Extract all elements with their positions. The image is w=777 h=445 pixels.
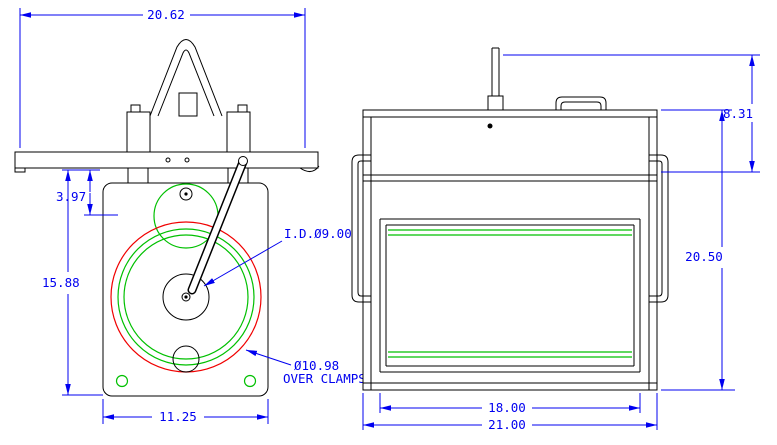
label-over-clamps-caption: OVER CLAMPS (283, 371, 366, 386)
dim-text-front-body-width: 11.25 (159, 409, 197, 424)
dim-front-body-width: 11.25 (102, 399, 269, 424)
dim-side-overall-width: 21.00 (362, 393, 658, 432)
dim-front-overall-width: 20.62 (19, 7, 306, 148)
side-drum (379, 218, 641, 373)
front-foot-hole-right (243, 374, 257, 388)
front-foot-hole-left (115, 374, 129, 388)
front-lever-arm (187, 156, 248, 295)
side-cable (487, 47, 504, 111)
front-top-bolt-center (184, 192, 188, 196)
front-view: 20.62 3.97 15.88 11.25 (14, 7, 366, 424)
dim-front-body-height: 15.88 (42, 169, 103, 396)
dim-text-front-body-height: 15.88 (42, 275, 80, 290)
leader-over-clamps: Ø10.98 OVER CLAMPS (245, 349, 366, 386)
dim-front-pulley-offset: 3.97 (56, 169, 118, 216)
side-cable-wraps (388, 229, 632, 358)
dim-text-side-overall-width: 21.00 (488, 417, 526, 432)
side-top-handle (555, 96, 607, 110)
front-center-dot (184, 295, 188, 299)
dim-text-side-overall-height: 20.50 (685, 249, 723, 264)
dim-text-side-drum-width: 18.00 (488, 400, 526, 415)
front-top-bar (14, 151, 320, 173)
dim-side-overall-height: 20.50 (661, 109, 735, 391)
dim-text-front-overall-width: 20.62 (147, 7, 185, 22)
front-bottom-roller (172, 345, 200, 373)
front-posts (126, 104, 251, 153)
dim-text-side-cable-height: 8.31 (723, 106, 753, 121)
front-coil-inner (123, 234, 249, 360)
front-top-bolt (179, 187, 193, 201)
dim-side-drum-width: 18.00 (379, 393, 641, 415)
front-lifting-handle (149, 39, 223, 117)
label-inner-diameter: I.D.Ø9.00 (284, 226, 352, 241)
dim-text-front-pulley-offset: 3.97 (56, 189, 86, 204)
side-right-handle (649, 154, 669, 303)
side-view: 8.31 20.50 18.00 21.00 (351, 47, 760, 432)
label-over-clamps-diameter: Ø10.98 (294, 358, 339, 373)
leader-inner-diameter: I.D.Ø9.00 (203, 226, 352, 287)
side-body (362, 109, 658, 391)
side-lid-pin (487, 123, 493, 129)
front-coil-outer (117, 228, 255, 366)
side-left-handle (351, 154, 371, 303)
